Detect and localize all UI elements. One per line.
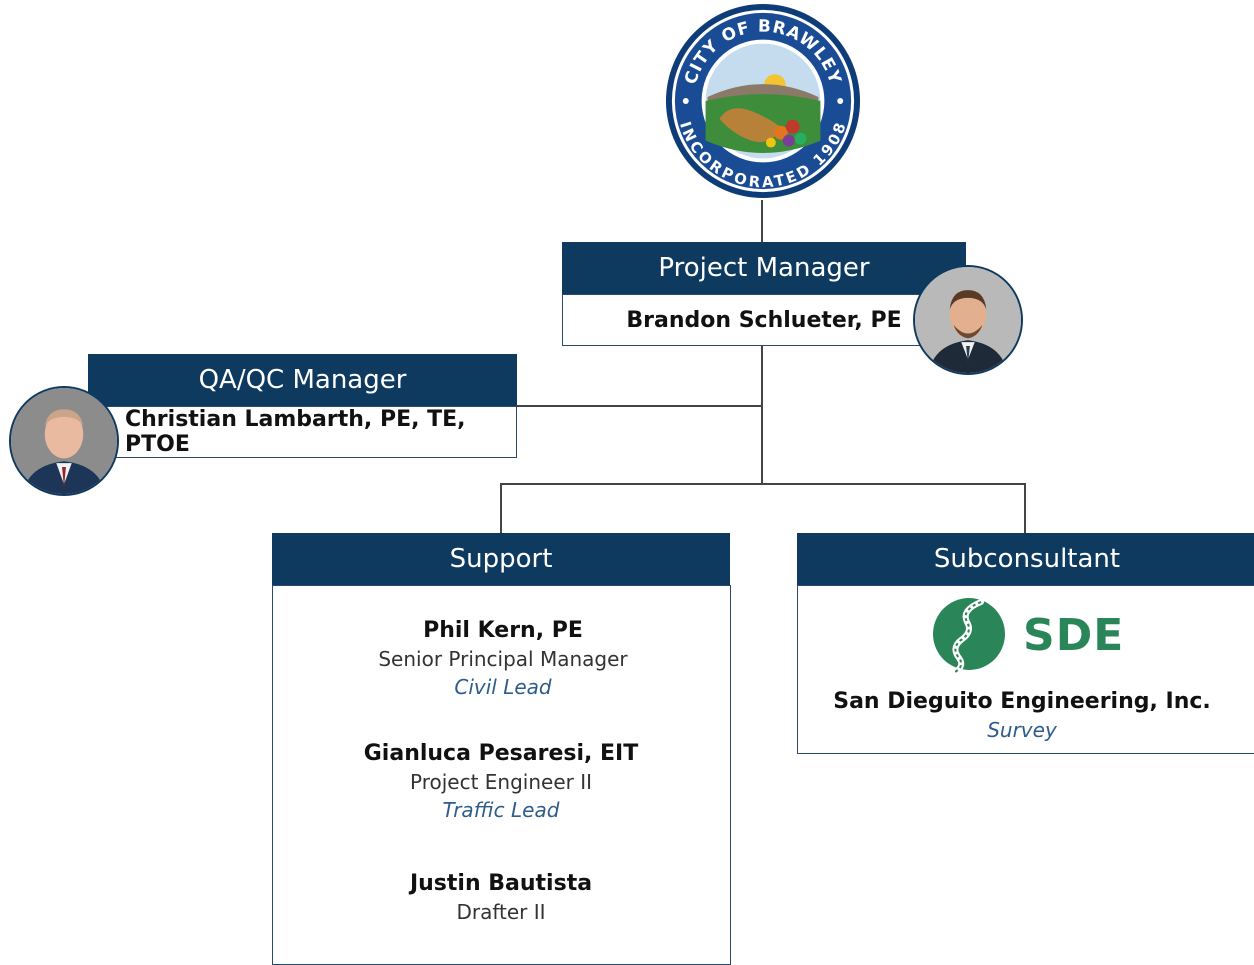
- member-role: Traffic Lead: [442, 798, 560, 822]
- member-name: Gianluca Pesaresi, EIT: [363, 741, 639, 766]
- company-role: Survey: [987, 718, 1057, 742]
- project-manager-avatar: [913, 265, 1023, 375]
- qa-qc-manager-name: Christian Lambarth, PE, TE, PTOE: [88, 406, 517, 458]
- connector-pm-trunk: [761, 346, 763, 484]
- connector-branch: [500, 483, 1026, 485]
- subconsultant-company: San Dieguito Engineering, Inc. Survey: [793, 688, 1251, 744]
- member-name: Phil Kern, PE: [423, 618, 583, 643]
- project-manager-name: Brandon Schlueter, PE: [562, 294, 966, 346]
- qa-qc-manager-header: QA/QC Manager: [88, 354, 517, 406]
- member-title: Drafter II: [456, 900, 546, 924]
- support-member-2: Gianluca Pesaresi, EIT Project Engineer …: [272, 740, 730, 824]
- member-role: Civil Lead: [454, 675, 552, 699]
- support-member-1: Phil Kern, PE Senior Principal Manager C…: [274, 617, 732, 701]
- connector-support: [500, 483, 502, 533]
- connector-subconsultant: [1024, 483, 1026, 533]
- company-name: San Dieguito Engineering, Inc.: [833, 689, 1211, 714]
- connector-seal-pm: [761, 200, 763, 242]
- project-manager-header: Project Manager: [562, 242, 966, 294]
- support-member-3: Justin Bautista Drafter II: [272, 870, 730, 926]
- support-header: Support: [272, 533, 730, 585]
- subconsultant-box: [797, 585, 1254, 754]
- sde-logo: SDE: [931, 596, 1131, 676]
- member-title: Senior Principal Manager: [378, 647, 628, 671]
- member-name: Justin Bautista: [409, 871, 593, 896]
- city-seal-logo: CITY OF BRAWLEY INCORPORATED 1908: [663, 2, 863, 200]
- member-title: Project Engineer II: [409, 770, 592, 794]
- qa-qc-manager-avatar: [9, 386, 119, 496]
- connector-qaqc: [517, 405, 763, 407]
- subconsultant-header: Subconsultant: [797, 533, 1254, 585]
- sde-logo-text: SDE: [1023, 610, 1125, 661]
